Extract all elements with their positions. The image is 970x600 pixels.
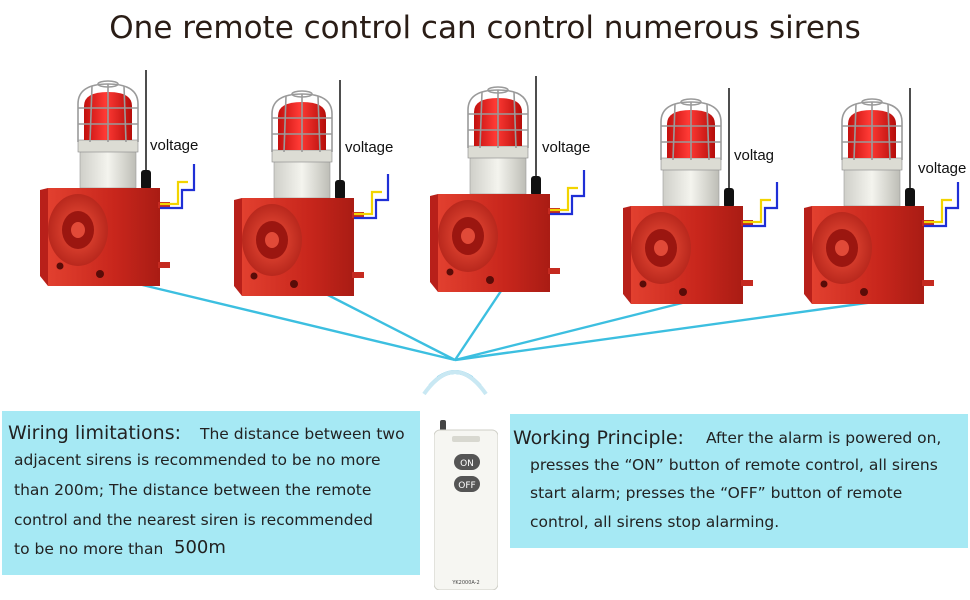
page-title: One remote control can control numerous … [109,10,861,46]
remote-model-label: YK2000A-2 [451,580,479,586]
wiring-line-5a: to be no more than [14,540,164,558]
wiring-line-1: The distance between two [200,425,405,443]
principle-heading: Working Principle: [513,427,684,449]
voltage-label-1: voltage [150,137,198,154]
wiring-limitations-panel: Wiring limitations: The distance between… [2,411,420,575]
principle-line-4: control, all sirens stop alarming. [530,513,780,531]
working-principle-panel: Working Principle: After the alarm is po… [510,414,968,548]
principle-line-3: start alarm; presses the “OFF” button of… [530,484,903,502]
voltage-label-4: voltag [734,147,774,164]
wiring-heading: Wiring limitations: [8,422,182,444]
principle-line-1: After the alarm is powered on, [706,429,942,447]
signal-lines [129,280,889,362]
voltage-label-2: voltage [345,139,393,156]
siren-2 [232,78,390,298]
wiring-line-3: than 200m; The distance between the remo… [14,481,372,499]
wiring-line-2: adjacent sirens is recommended to be no … [14,451,381,469]
siren-1 [38,68,196,288]
on-button-label: ON [460,459,474,469]
siren-5 [802,86,960,306]
off-button-label: OFF [458,481,475,491]
remote-icon: ON OFF YK2000A-2 [433,420,499,591]
wiring-line-5b: 500m [174,537,226,558]
remote-control: ON OFF YK2000A-2 [433,420,499,591]
voltage-label-3: voltage [542,139,590,156]
voltage-label-5: voltage [918,160,966,177]
wiring-line-4: control and the nearest siren is recomme… [14,511,373,529]
siren-3 [428,74,586,294]
siren-4 [621,86,779,306]
wireless-signal-icon [422,370,488,396]
principle-line-2: presses the “ON” button of remote contro… [530,456,938,474]
